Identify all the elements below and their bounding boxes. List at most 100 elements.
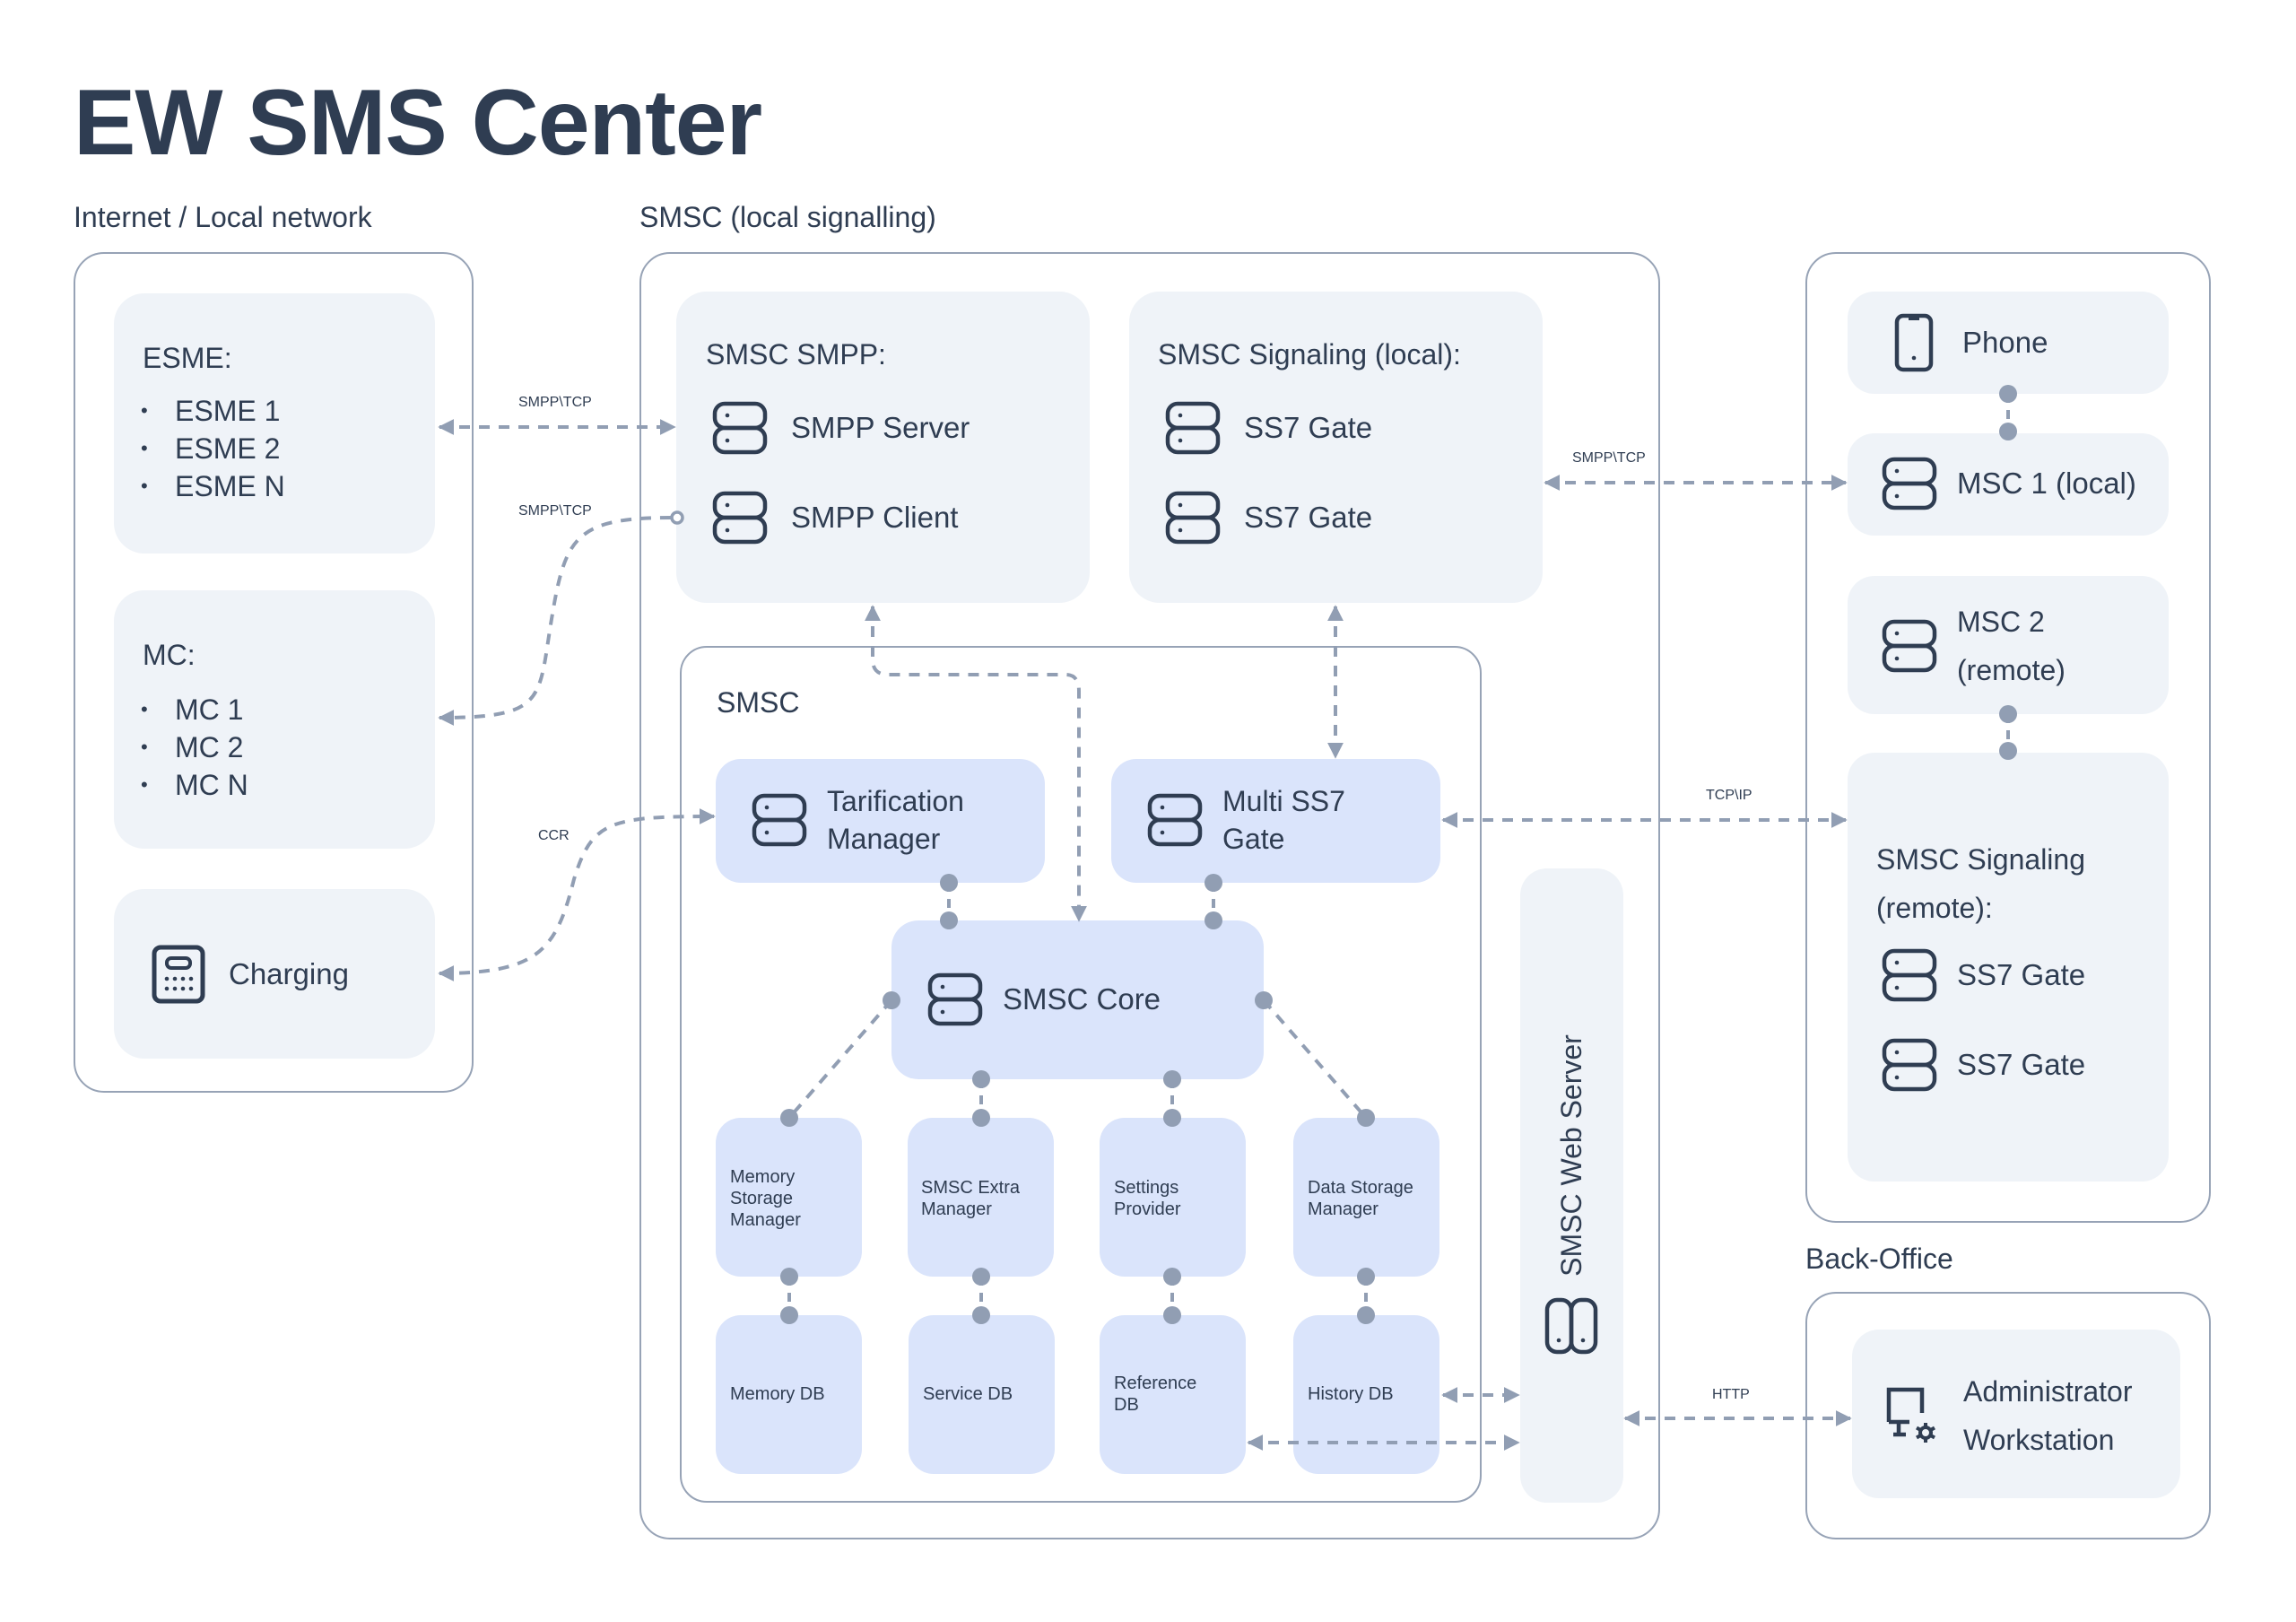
tarification-manager-card[interactable]: Tarification Manager bbox=[716, 759, 1045, 883]
smpp-client-label: SMPP Client bbox=[791, 501, 959, 534]
smpp-server-item[interactable]: SMPP Server bbox=[712, 401, 970, 455]
msc2-line1: MSC 2 bbox=[1957, 606, 2045, 638]
protocol-label-http: HTTP bbox=[1712, 1387, 1750, 1402]
esme-item: ESME 1 bbox=[132, 392, 285, 430]
section-label-internet: Internet / Local network bbox=[74, 201, 372, 233]
server-icon bbox=[1165, 491, 1221, 545]
protocol-label-ccr: CCR bbox=[538, 828, 570, 843]
msc1-card[interactable]: MSC 1 (local) bbox=[1848, 433, 2169, 536]
manager-line: SMSC Extra bbox=[921, 1178, 1021, 1198]
web-server-label: SMSC Web Server bbox=[1555, 1034, 1587, 1277]
smsc-heading: SMSC bbox=[717, 686, 800, 719]
multi-ss7-gate-card[interactable]: Multi SS7 Gate bbox=[1111, 759, 1440, 883]
server-icon bbox=[1882, 1038, 1937, 1092]
smsc-web-server-card[interactable]: SMSC Web Server bbox=[1520, 868, 1623, 1503]
db-label: Memory DB bbox=[730, 1384, 825, 1404]
tarification-line1: Tarification bbox=[827, 785, 964, 817]
mc-item: MC 2 bbox=[132, 728, 248, 766]
esme-item: ESME 2 bbox=[132, 430, 285, 467]
db-label: DB bbox=[1114, 1395, 1139, 1415]
msc2-line2: (remote) bbox=[1957, 654, 2066, 686]
server-icon bbox=[1147, 793, 1203, 847]
calculator-icon bbox=[152, 945, 205, 1004]
monitor-gear-icon bbox=[1886, 1386, 1945, 1445]
manager-line: Manager bbox=[921, 1199, 992, 1219]
ss7-gate-item[interactable]: SS7 Gate bbox=[1165, 491, 1372, 545]
phone-card[interactable]: Phone bbox=[1848, 292, 2169, 394]
manager-line: Data Storage bbox=[1308, 1178, 1413, 1198]
ss7-gate-item[interactable]: SS7 Gate bbox=[1882, 948, 2085, 1002]
manager-line: Storage bbox=[730, 1189, 794, 1208]
server-icon bbox=[1882, 457, 1937, 510]
protocol-label-tcpip: TCP\IP bbox=[1706, 788, 1752, 803]
server-icon bbox=[927, 972, 983, 1026]
db-label: Reference bbox=[1114, 1373, 1197, 1393]
memory-db-card[interactable]: Memory DB bbox=[716, 1315, 862, 1474]
smpp-client-item[interactable]: SMPP Client bbox=[712, 491, 958, 545]
ss7-gate-label: SS7 Gate bbox=[1957, 958, 2086, 991]
manager-line: Settings bbox=[1114, 1178, 1179, 1198]
db-label: History DB bbox=[1308, 1384, 1394, 1404]
protocol-label-mc: SMPP\TCP bbox=[518, 503, 592, 519]
smsc-smpp-heading: SMSC SMPP: bbox=[706, 338, 886, 371]
server-icon bbox=[1882, 948, 1937, 1002]
mc-list: MC 1 MC 2 MC N bbox=[132, 691, 248, 804]
msc1-label: MSC 1 (local) bbox=[1957, 467, 2136, 500]
charging-label: Charging bbox=[229, 957, 349, 990]
section-label-back-office: Back-Office bbox=[1805, 1243, 1953, 1275]
protocol-label-signaling-msc: SMPP\TCP bbox=[1572, 450, 1646, 466]
server-icon bbox=[1882, 619, 1937, 673]
esme-list: ESME 1 ESME 2 ESME N bbox=[132, 392, 285, 505]
signaling-remote-line1: SMSC Signaling bbox=[1876, 843, 2085, 876]
service-db-card[interactable]: Service DB bbox=[909, 1315, 1055, 1474]
manager-line: Memory bbox=[730, 1167, 796, 1187]
tarification-line2: Manager bbox=[827, 823, 941, 855]
data-storage-manager-card[interactable]: Data Storage Manager bbox=[1293, 1118, 1439, 1277]
manager-line: Manager bbox=[1308, 1199, 1378, 1219]
smsc-extra-manager-card[interactable]: SMSC Extra Manager bbox=[908, 1118, 1054, 1277]
admin-line2: Workstation bbox=[1963, 1424, 2115, 1456]
mc-item: MC N bbox=[132, 766, 248, 804]
multi-ss7-line1: Multi SS7 bbox=[1222, 785, 1345, 817]
mc-item: MC 1 bbox=[132, 691, 248, 728]
smsc-signaling-remote-card[interactable]: SMSC Signaling (remote): SS7 Gate SS7 Ga… bbox=[1848, 753, 2169, 1182]
history-db-card[interactable]: History DB bbox=[1293, 1315, 1439, 1474]
mc-heading: MC: bbox=[143, 639, 196, 671]
server-icon bbox=[752, 793, 807, 847]
ss7-gate-label: SS7 Gate bbox=[1957, 1048, 2086, 1081]
esme-item: ESME N bbox=[132, 467, 285, 505]
settings-provider-card[interactable]: Settings Provider bbox=[1100, 1118, 1246, 1277]
server-icon bbox=[1165, 401, 1221, 455]
mc-card[interactable]: MC: MC 1 MC 2 MC N bbox=[114, 590, 435, 849]
smsc-core-card[interactable]: SMSC Core bbox=[891, 920, 1264, 1079]
administrator-workstation-card[interactable]: Administrator Workstation bbox=[1852, 1330, 2180, 1498]
msc2-card[interactable]: MSC 2 (remote) bbox=[1848, 576, 2169, 714]
phone-label: Phone bbox=[1962, 326, 2048, 359]
esme-heading: ESME: bbox=[143, 342, 232, 374]
ss7-gate-label: SS7 Gate bbox=[1244, 411, 1373, 444]
smsc-core-label: SMSC Core bbox=[1003, 982, 1161, 1016]
db-label: Service DB bbox=[923, 1384, 1013, 1404]
admin-line1: Administrator bbox=[1963, 1375, 2133, 1408]
ss7-gate-item[interactable]: SS7 Gate bbox=[1882, 1038, 2085, 1092]
manager-line: Provider bbox=[1114, 1199, 1181, 1219]
reference-db-card[interactable]: Reference DB bbox=[1100, 1315, 1246, 1474]
smsc-signaling-local-heading: SMSC Signaling (local): bbox=[1158, 338, 1461, 371]
charging-card[interactable]: Charging bbox=[114, 889, 435, 1059]
ss7-gate-label: SS7 Gate bbox=[1244, 501, 1373, 534]
phone-icon bbox=[1894, 313, 1934, 372]
protocol-label-esme: SMPP\TCP bbox=[518, 395, 592, 410]
ss7-gate-item[interactable]: SS7 Gate bbox=[1165, 401, 1372, 455]
connector-smpp-client-mc bbox=[438, 516, 672, 726]
page-title: EW SMS Center bbox=[74, 71, 762, 175]
server-icon bbox=[1544, 1297, 1598, 1355]
manager-line: Manager bbox=[730, 1210, 801, 1230]
multi-ss7-line2: Gate bbox=[1222, 823, 1285, 855]
esme-card[interactable]: ESME: ESME 1 ESME 2 ESME N bbox=[114, 293, 435, 554]
server-icon bbox=[712, 401, 768, 455]
smsc-smpp-card[interactable]: SMSC SMPP: SMPP Server SMPP Client bbox=[676, 292, 1090, 603]
section-label-smsc-local: SMSC (local signalling) bbox=[639, 201, 936, 233]
smpp-server-label: SMPP Server bbox=[791, 411, 970, 444]
smsc-signaling-local-card[interactable]: SMSC Signaling (local): SS7 Gate SS7 Gat… bbox=[1129, 292, 1543, 603]
memory-storage-manager-card[interactable]: Memory Storage Manager bbox=[716, 1118, 862, 1277]
